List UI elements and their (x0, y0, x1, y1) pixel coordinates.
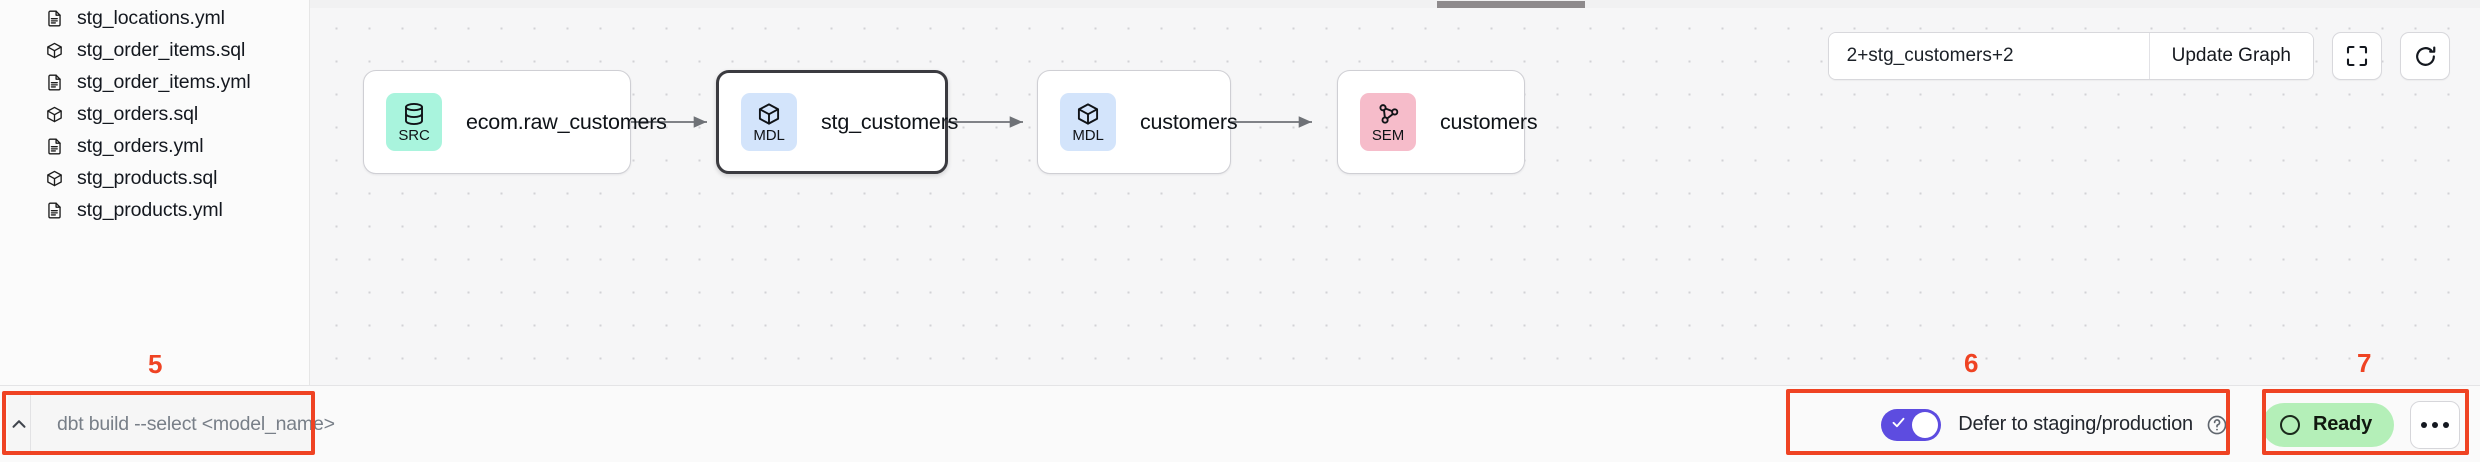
dot (2421, 421, 2427, 428)
command-bar[interactable]: dbt build --select <model_name> (8, 394, 335, 454)
file-list-item[interactable]: stg_order_items.yml (0, 66, 309, 98)
refresh-icon[interactable] (2400, 32, 2450, 80)
file-list-item-label: stg_order_items.sql (77, 38, 246, 61)
sql-model-icon (45, 105, 64, 124)
bottom-status-bar: dbt build --select <model_name> Defer to… (0, 385, 2480, 462)
lineage-node-title: customers (1440, 109, 1538, 134)
status-group: Ready (2256, 400, 2466, 449)
status-badge[interactable]: Ready (2261, 402, 2394, 447)
fullscreen-icon[interactable] (2332, 32, 2382, 80)
file-list-item[interactable]: stg_locations.yml (0, 2, 309, 34)
yml-file-icon (45, 201, 64, 220)
more-horizontal-icon[interactable] (2410, 400, 2460, 449)
yml-file-icon (45, 137, 64, 156)
file-list: stg_locations.yml stg_order_items.sql stg_… (0, 2, 309, 226)
yml-file-icon (45, 73, 64, 92)
file-list-item-label: stg_orders.sql (77, 102, 199, 125)
defer-toggle[interactable] (1881, 408, 1942, 441)
node-type-badge: MDL (1060, 93, 1116, 151)
node-type-badge: SEM (1360, 93, 1416, 151)
dot (2432, 421, 2438, 428)
sql-model-icon (45, 169, 64, 188)
update-graph-button[interactable]: Update Graph (2148, 33, 2313, 79)
database-icon (401, 101, 427, 127)
yml-file-icon (45, 9, 64, 28)
graph-toolbar: Update Graph (1827, 32, 2450, 80)
node-type-label: MDL (753, 127, 785, 144)
node-type-label: SEM (1371, 127, 1405, 144)
defer-label: Defer to staging/production (1958, 413, 2193, 435)
node-type-badge: SRC (386, 93, 442, 151)
node-type-label: MDL (1072, 127, 1104, 144)
file-list-item-label: stg_products.sql (77, 166, 218, 189)
node-type-badge: MDL (741, 93, 797, 151)
cube-icon (1075, 101, 1101, 127)
file-list-item[interactable]: stg_order_items.sql (0, 34, 309, 66)
graph-selector-group: Update Graph (1827, 32, 2314, 80)
sql-model-icon (45, 41, 64, 60)
command-input-placeholder[interactable]: dbt build --select <model_name> (57, 412, 335, 435)
file-list-item-label: stg_orders.yml (77, 134, 204, 157)
lineage-node[interactable]: MDL stg_customers (716, 70, 958, 174)
status-circle-icon (2279, 414, 2300, 435)
file-list-item[interactable]: stg_products.yml (0, 194, 309, 226)
upper-region: stg_locations.yml stg_order_items.sql stg_… (0, 0, 2480, 385)
horizontal-scrollbar-track[interactable] (310, 0, 2480, 8)
lineage-node[interactable]: SRC ecom.raw_customers (363, 70, 667, 174)
horizontal-scrollbar-thumb[interactable] (1437, 1, 1585, 8)
lineage-graph-canvas[interactable]: Update Graph (310, 0, 2480, 385)
defer-toggle-group: Defer to staging/production (1869, 399, 2242, 451)
lineage-node-title: stg_customers (821, 109, 959, 134)
lineage-node[interactable]: SEM customers (1337, 70, 1538, 174)
file-list-item[interactable]: stg_products.sql (0, 162, 309, 194)
node-type-label: SRC (398, 127, 430, 144)
graph-selector-input[interactable] (1828, 33, 2149, 79)
file-list-item[interactable]: stg_orders.yml (0, 130, 309, 162)
file-list-item-label: stg_locations.yml (77, 6, 225, 29)
help-circle-icon[interactable] (2206, 414, 2228, 436)
bottom-bar-right: Defer to staging/production Ready (1869, 386, 2466, 462)
file-list-item-label: stg_order_items.yml (77, 70, 251, 93)
file-explorer-sidebar[interactable]: stg_locations.yml stg_order_items.sql stg_… (0, 0, 310, 385)
lineage-node-title: ecom.raw_customers (466, 109, 667, 134)
check-icon (1891, 415, 1906, 435)
dot (2443, 421, 2449, 428)
semantic-graph-icon (1375, 101, 1401, 127)
lineage-node-title: customers (1140, 109, 1238, 134)
status-text: Ready (2312, 413, 2372, 435)
lineage-node[interactable]: MDL customers (1037, 70, 1238, 174)
cube-icon (756, 101, 782, 127)
chevron-up-icon[interactable] (8, 394, 31, 454)
file-list-item-label: stg_products.yml (77, 198, 223, 221)
file-list-item[interactable]: stg_orders.sql (0, 98, 309, 130)
toggle-knob (1912, 411, 1939, 438)
